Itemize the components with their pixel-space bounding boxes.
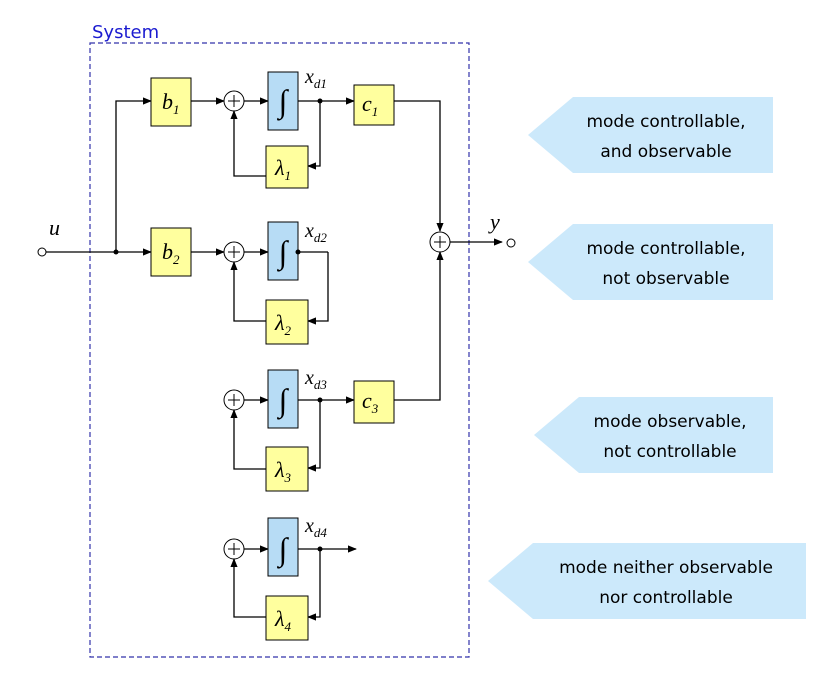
callout-mode-4: mode neither observable nor controllable [488, 543, 806, 619]
callout-2-line1: mode controllable, [586, 239, 745, 259]
callout-mode-1: mode controllable, and observable [528, 97, 773, 173]
wire-xd1-lambda1 [307, 101, 321, 170]
integrator-4 [267, 517, 299, 577]
callout-3-line2: not controllable [603, 442, 736, 462]
integrator-2 [267, 221, 299, 281]
callout-1-line2: and observable [600, 142, 731, 162]
callout-2-line2: not observable [602, 269, 729, 289]
input-label: u [49, 215, 60, 240]
c3-block [353, 380, 395, 424]
mode-1: b1 ∫ xd1 λ1 c1 [150, 66, 444, 232]
callout-shape-2 [528, 224, 773, 300]
integrator-1 [267, 71, 299, 131]
integrator-3 [267, 369, 299, 429]
xd2-node [295, 249, 301, 255]
lambda4-block [265, 595, 309, 641]
callout-4-line2: nor controllable [599, 588, 733, 608]
callout-3-line1: mode observable, [594, 412, 747, 432]
callout-shape-4 [488, 543, 806, 619]
output-terminal [506, 238, 516, 248]
lambda1-label: λ1 [274, 155, 291, 183]
callout-shape-3 [534, 397, 773, 473]
integral-symbol-3: ∫ [277, 382, 290, 420]
c1-block [353, 84, 395, 126]
b1-label: b1 [162, 89, 180, 117]
wire-lambda3-sum3 [230, 409, 266, 470]
mode-4: ∫ xd4 λ4 [223, 515, 357, 641]
wire-xd3-lambda3 [307, 400, 321, 472]
callout-mode-3: mode observable, not controllable [534, 397, 773, 473]
mode-3: ∫ xd3 λ3 c3 [223, 251, 444, 492]
output-label: y [488, 209, 500, 234]
xd4-label: xd4 [304, 515, 327, 540]
input-terminal [37, 247, 47, 257]
lambda3-block [265, 446, 309, 492]
xd1-label: xd1 [304, 66, 327, 91]
xd2-label: xd2 [304, 220, 327, 245]
callout-4-line1: mode neither observable [559, 558, 773, 578]
b1-block [150, 77, 192, 127]
integral-symbol-2: ∫ [277, 234, 290, 272]
wire-c3-outsum [394, 251, 444, 401]
wire-u-b1 [115, 97, 152, 252]
lambda3-label: λ3 [274, 457, 292, 485]
lambda2-block [265, 299, 309, 345]
xd3-label: xd3 [304, 367, 327, 392]
wire-lambda2-sum2 [230, 261, 266, 322]
system-label: System [92, 22, 159, 43]
wire-lambda1-sum1 [230, 110, 266, 177]
callout-shape-1 [528, 97, 773, 173]
c1-label: c1 [362, 91, 378, 119]
wire-c1-outsum [394, 100, 444, 232]
wire-xd4-lambda4 [307, 549, 321, 621]
wire-lambda4-sum4 [230, 558, 266, 618]
mode-2: b2 ∫ xd2 λ2 [150, 220, 329, 345]
integral-symbol-1: ∫ [277, 83, 290, 121]
callout-1-line1: mode controllable, [586, 112, 745, 132]
wire-xd2-lambda2 [307, 252, 329, 325]
callout-mode-2: mode controllable, not observable [528, 224, 773, 300]
lambda1-block [265, 145, 309, 189]
lambda2-label: λ2 [274, 310, 292, 338]
lambda4-label: λ4 [274, 606, 292, 634]
integral-symbol-4: ∫ [277, 531, 290, 569]
c3-label: c3 [362, 388, 379, 416]
b2-label: b2 [162, 239, 180, 267]
